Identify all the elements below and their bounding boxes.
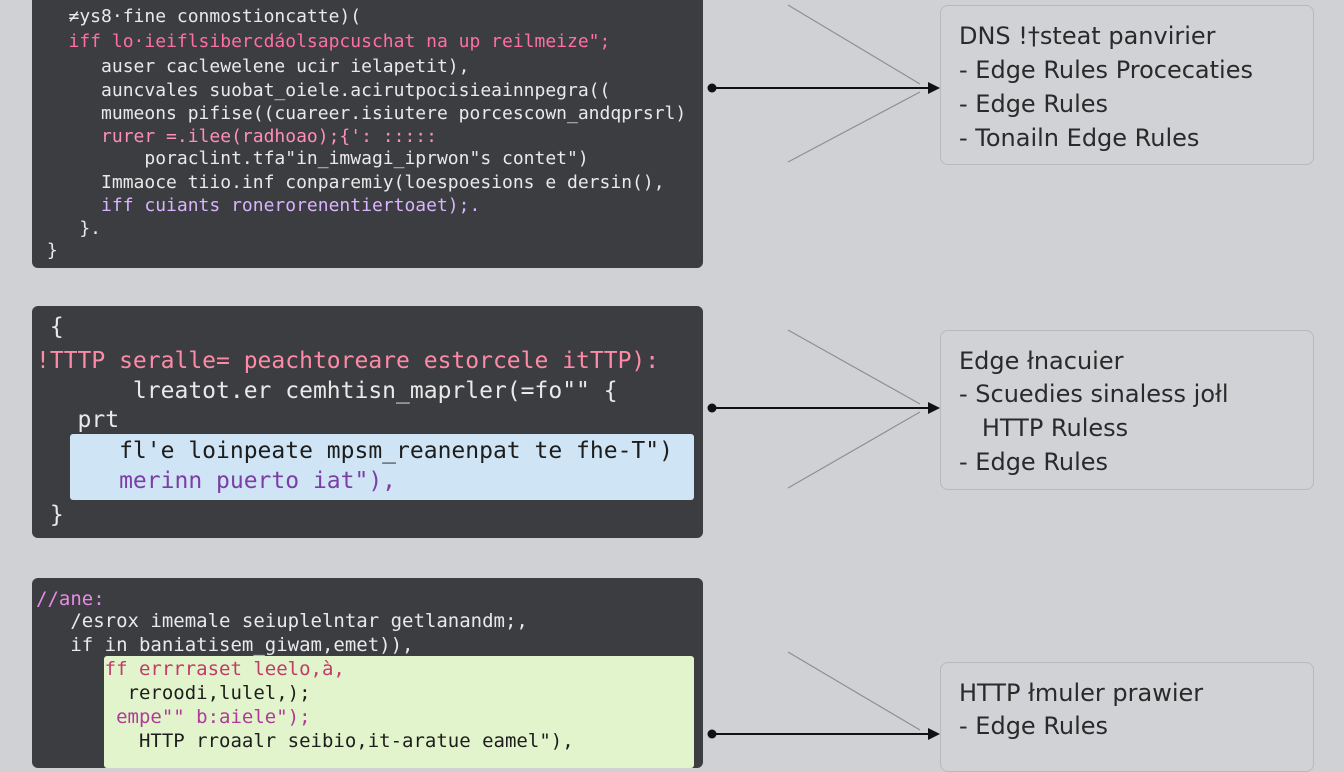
note-item: HTTP Ruless xyxy=(959,414,1129,442)
code-line: lreatot.er cemhtisn_maprler(=fo"" { xyxy=(36,378,618,404)
code-line: mumeons pifise((cuareer.isiutere porcesc… xyxy=(36,103,687,124)
fan-line xyxy=(787,651,921,731)
note-item: - Scuedies sinaless jołl xyxy=(959,380,1229,408)
connector-3 xyxy=(707,651,940,740)
code-line: iff lo·ieiflsibercdáolsapcuschat na up r… xyxy=(36,31,611,52)
fan-line xyxy=(787,91,921,163)
note-item: - Tonailn Edge Rules xyxy=(959,124,1200,152)
code-line: rurer =.ilee(radhoao);{': ::::: xyxy=(36,126,437,147)
note-title: HTTP łmuler prawier xyxy=(959,679,1204,707)
code-line: Immaoce tiio.inf conparemiy(loespoesions… xyxy=(36,172,665,193)
connector-2 xyxy=(707,329,940,489)
code-line: HTTP rroaalr seibio,it-aratue eamel"), xyxy=(36,730,574,752)
code-line: if in baniatisem_giwam,emet)), xyxy=(36,634,414,656)
code-line: }. xyxy=(36,218,102,239)
note-title: DNS !†steat panvirier xyxy=(959,22,1216,50)
code-line: } xyxy=(36,240,58,261)
code-line: auncvales suobat_oiele.acirutpocisieainn… xyxy=(36,80,611,101)
note-item: - Edge Rules xyxy=(959,712,1109,740)
code-line: iff cuiants ronerorenentiertoaet);. xyxy=(36,195,481,216)
connector-1 xyxy=(707,4,940,163)
code-line: } xyxy=(36,502,64,528)
code-block-1: ≠ys8·fine conmostioncatte)( iff lo·ieifl… xyxy=(32,0,703,268)
code-line: auser caclewelene ucir ielapetit), xyxy=(36,56,470,77)
fan-line xyxy=(787,4,921,85)
code-line: poraclint.tfa"in_imwagi_iprwon"s contet"… xyxy=(36,148,589,169)
note-item: - Edge Rules xyxy=(959,90,1109,118)
code-line: merinn puerto iat"), xyxy=(36,468,397,494)
code-line: /esrox imemale seiuplelntar getlanandm;, xyxy=(36,610,528,632)
code-line: //ane: xyxy=(36,588,105,610)
code-line: { xyxy=(36,314,64,340)
code-block-2: { !TTTP seralle= peachtoreare estorcele … xyxy=(32,306,703,538)
highlight-band xyxy=(104,656,694,768)
note-box-1: DNS !†steat panvirier - Edge Rules Proce… xyxy=(940,5,1314,165)
code-line: ff errrraset leelo,à, xyxy=(36,658,345,680)
code-block-3: //ane: /esrox imemale seiuplelntar getla… xyxy=(32,578,703,768)
note-box-3: HTTP łmuler prawier - Edge Rules xyxy=(940,662,1314,772)
code-line: !TTTP seralle= peachtoreare estorcele it… xyxy=(36,348,660,374)
fan-line xyxy=(787,329,921,405)
code-line: prt xyxy=(36,407,120,433)
code-line: reroodi,lulel,); xyxy=(36,682,311,704)
note-item: - Edge Rules xyxy=(959,448,1109,476)
code-line: empe"" b:aiele"); xyxy=(36,706,311,728)
fan-line xyxy=(787,411,921,489)
note-box-2: Edge łnacuier - Scuedies sinaless jołl H… xyxy=(940,330,1314,490)
note-title: Edge łnacuier xyxy=(959,347,1124,375)
code-line: fl'e loinpeate mpsm_reanenpat te fhe-T") xyxy=(36,438,673,464)
note-item: - Edge Rules Procecaties xyxy=(959,56,1253,84)
highlight-band xyxy=(70,434,694,500)
connector-layer xyxy=(707,4,940,740)
code-line: ≠ys8·fine conmostioncatte)( xyxy=(36,6,362,27)
